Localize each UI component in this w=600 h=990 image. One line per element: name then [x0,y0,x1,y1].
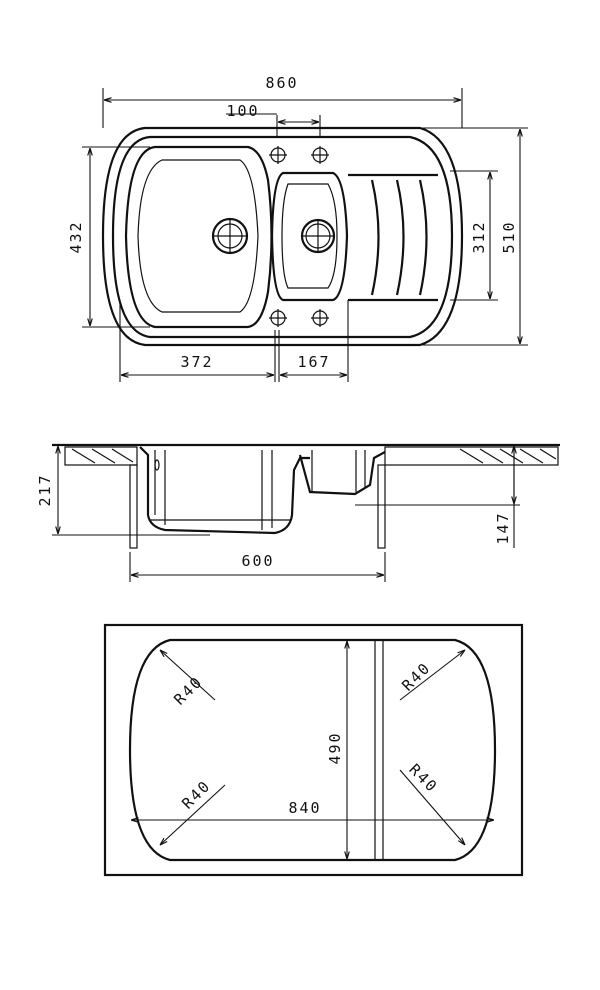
main-bowl-section [139,446,310,535]
dimension-bowl-depth: 432 [67,146,150,328]
dim-label-600: 600 [241,552,274,570]
dimension-overall-height: 217 [36,446,210,536]
main-bowl-section-inner [150,450,290,530]
dim-label-490: 490 [326,731,344,764]
dimension-cutout-width: 840 [131,799,494,820]
cutout-outline [128,638,497,862]
cutout-template-board [103,623,524,877]
dim-label-217: 217 [36,473,54,506]
dimension-small-bowl-height: 147 [355,445,520,548]
dim-label-167: 167 [297,353,330,371]
side-view: 217 147 600 [36,443,560,582]
tap-hole-icons [269,146,329,327]
cabinet-walls [129,464,386,549]
small-bowl-section [298,451,386,496]
drainer-ribs [348,173,438,302]
dimension-small-bowl-depth: 312 [450,170,498,301]
top-view: 860 100 432 312 510 372 167 [67,74,528,382]
overflow-icon [154,459,160,471]
radius-label-top-left: R40 [170,672,206,708]
small-bowl [270,171,349,302]
dim-label-432: 432 [67,220,85,253]
cutout-divider [374,640,384,860]
dim-label-860: 860 [265,74,298,92]
dimension-cutout-depth: 490 [326,641,347,859]
countertop-section [52,443,560,466]
dim-label-147: 147 [494,511,512,544]
main-drain-cross [213,219,247,253]
dimension-cabinet-width: 600 [129,552,386,582]
cutout-view: 490 840 R40 R40 R40 R40 [103,623,524,877]
main-bowl-inner [137,159,259,313]
small-bowl-inner [281,183,338,289]
small-drain-cross [302,220,334,252]
dimension-main-bowl-width: 372 167 [119,300,349,382]
dim-label-372: 372 [180,353,213,371]
radius-label-bottom-left: R40 [178,776,214,812]
small-bowl-section-inner [311,450,366,492]
dimension-tap-spacing: 100 [226,102,321,138]
radius-label-top-right: R40 [398,658,434,694]
dim-label-510: 510 [500,220,518,253]
dimension-overall-depth: 510 [420,127,528,346]
sink-outline-inner [111,135,454,339]
dimension-overall-width: 860 [102,74,463,128]
dim-label-840: 840 [288,799,321,817]
radius-label-bottom-right: R40 [405,760,441,796]
main-bowl [124,145,273,329]
dim-label-312: 312 [470,220,488,253]
dim-label-100: 100 [226,102,259,120]
